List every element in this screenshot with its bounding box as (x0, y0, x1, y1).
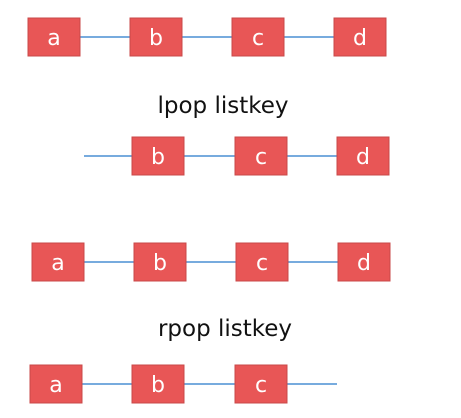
node-label: c (256, 251, 268, 276)
list-node (131, 136, 185, 176)
node-label: c (255, 373, 267, 398)
list-node (129, 17, 183, 57)
list-after-rpop: a b c (29, 364, 337, 404)
node-label: a (49, 373, 62, 398)
list-node (27, 17, 81, 57)
list-after-lpop: b c d (84, 136, 390, 176)
lpop-command-label: lpop listkey (157, 93, 288, 119)
list-node (29, 364, 83, 404)
node-label: c (255, 145, 267, 170)
node-label: d (357, 251, 371, 276)
node-label: a (51, 251, 64, 276)
list-node (234, 136, 288, 176)
node-label: a (47, 26, 60, 51)
list-node (234, 364, 288, 404)
list-node (231, 17, 285, 57)
node-label: d (353, 26, 367, 51)
list-before-lpop: a b c d (27, 17, 387, 57)
list-node (333, 17, 387, 57)
list-node (235, 242, 289, 282)
rpop-command-label: rpop listkey (158, 316, 292, 342)
list-node (131, 364, 185, 404)
list-before-rpop: a b c d (31, 242, 391, 282)
node-label: b (151, 373, 165, 398)
node-label: b (153, 251, 167, 276)
list-node (336, 136, 390, 176)
node-label: b (151, 145, 165, 170)
node-label: d (356, 145, 370, 170)
list-node (31, 242, 85, 282)
node-label: b (149, 26, 163, 51)
list-node (133, 242, 187, 282)
node-label: c (252, 26, 264, 51)
list-node (337, 242, 391, 282)
